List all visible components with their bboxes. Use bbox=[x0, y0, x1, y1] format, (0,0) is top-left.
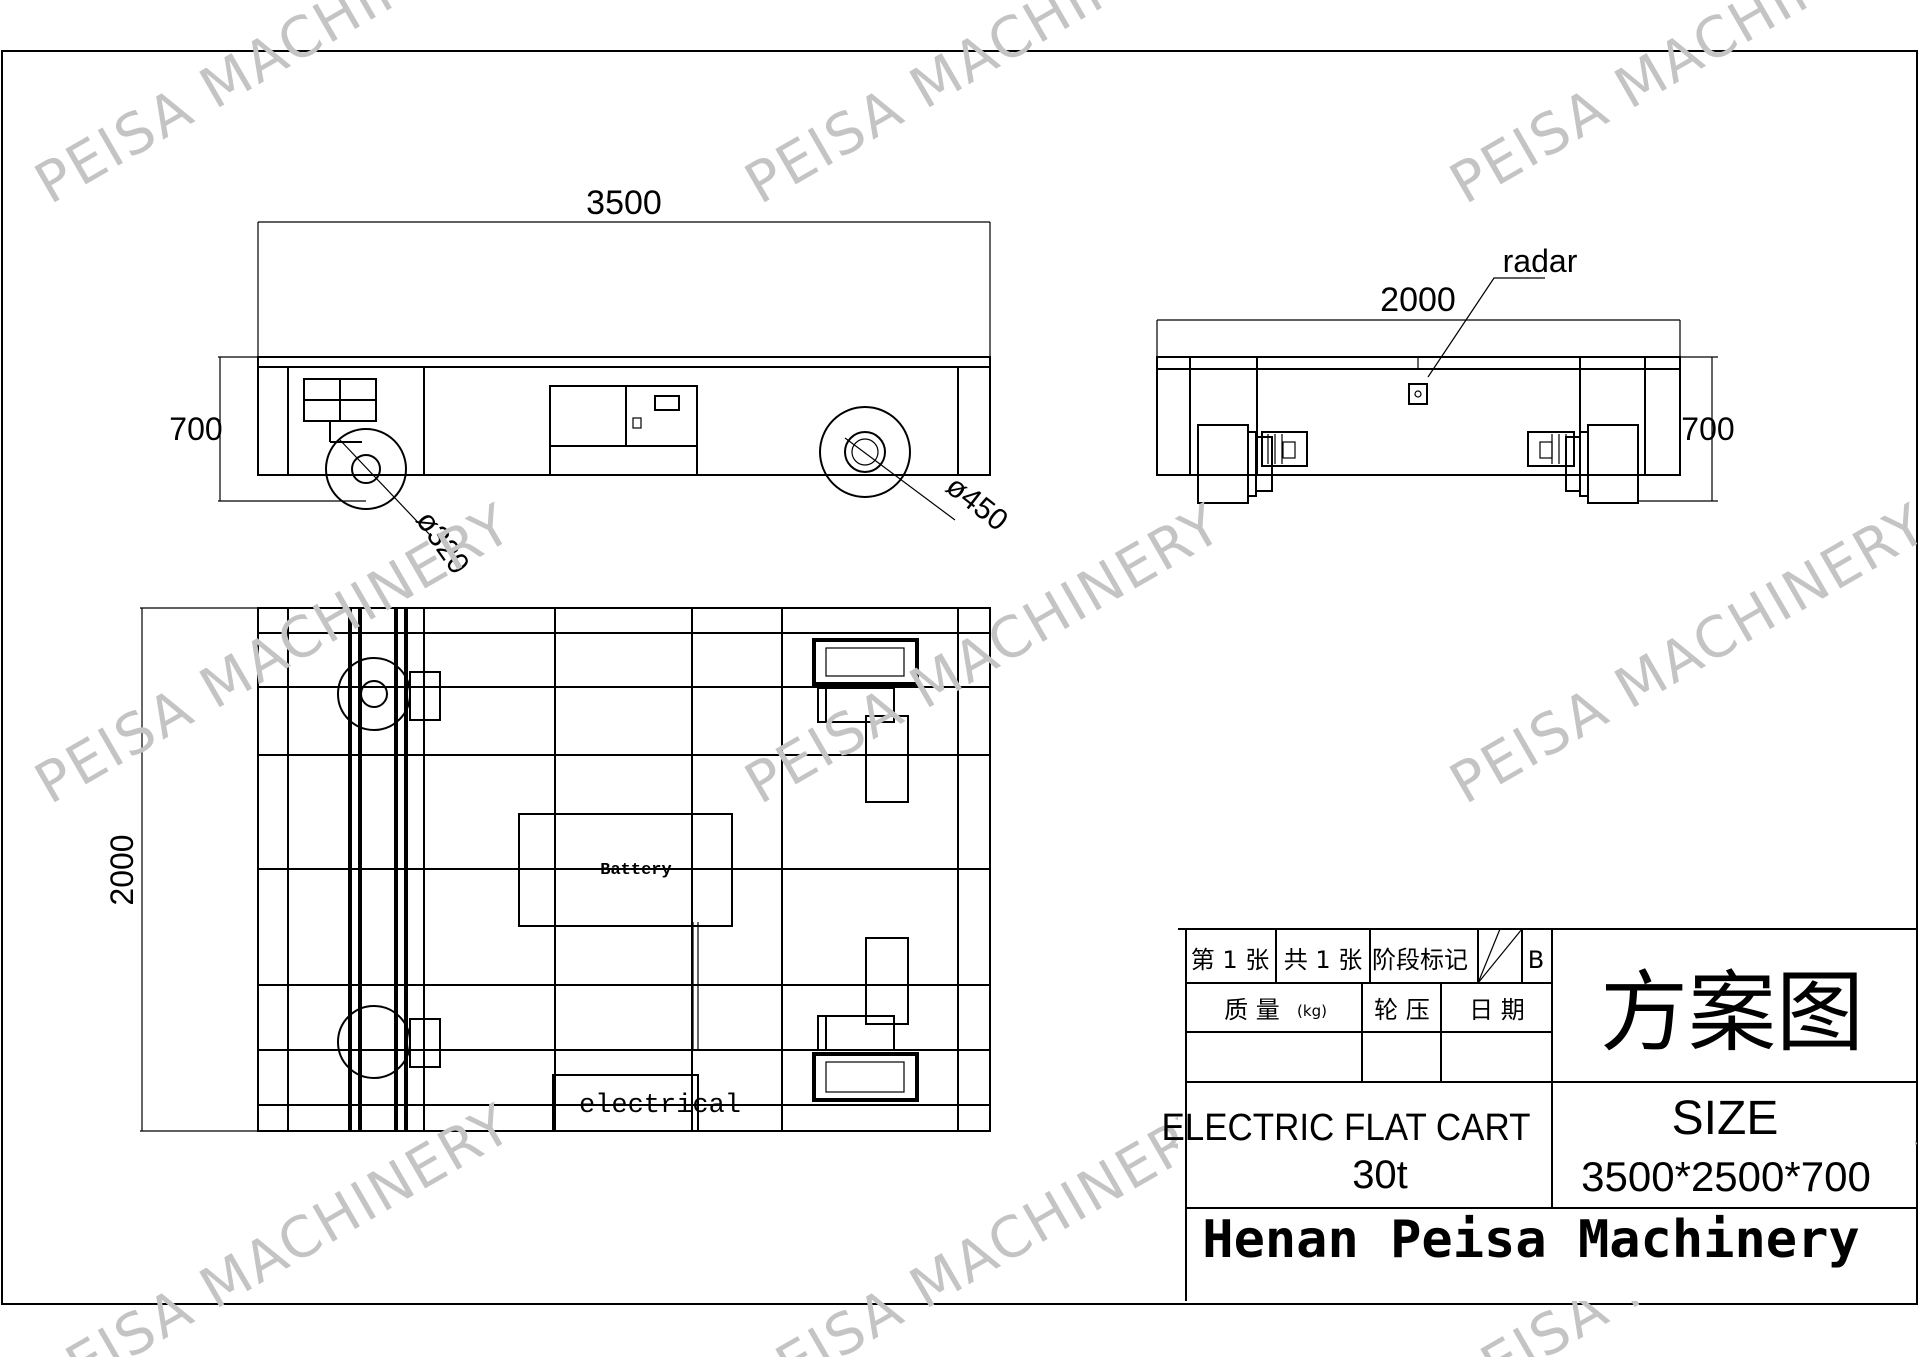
electrical-box bbox=[552, 1074, 699, 1132]
watermark-text: PEISA MACHINERY bbox=[25, 0, 524, 217]
battery-box bbox=[518, 813, 733, 927]
date-label: 日 期 bbox=[1469, 996, 1525, 1024]
capacity: 30t bbox=[1352, 1153, 1408, 1197]
end-height-dimension: 700 bbox=[1681, 411, 1734, 447]
mass-label: 质 量 bbox=[1224, 996, 1280, 1024]
end-view: 2000 radar 700 bbox=[1156, 243, 1735, 504]
stage-mark-value: B bbox=[1528, 946, 1544, 974]
sheet-number: 第 1 张 bbox=[1191, 946, 1270, 974]
side-view: 3500 ø320 ø450 700 bbox=[169, 184, 1014, 580]
large-wheel-dimension: ø450 bbox=[940, 470, 1014, 538]
watermark-text: PEISA MACHINERY bbox=[1440, 492, 1920, 818]
battery-label: Battery bbox=[600, 861, 671, 880]
mass-unit: (kg) bbox=[1297, 1002, 1327, 1020]
end-width-dimension: 2000 bbox=[1380, 281, 1456, 319]
watermark-text: PEISA MACHINERY bbox=[735, 0, 1234, 217]
radar-label: radar bbox=[1503, 243, 1578, 279]
side-height-dimension: 700 bbox=[169, 411, 222, 447]
top-view: Battery electrical 2000 bbox=[104, 607, 991, 1132]
title-block: 第 1 张 共 1 张 阶段标记 B 质 量 (kg) 轮 压 日 期 方案图 … bbox=[1161, 928, 1917, 1301]
electrical-label: electrical bbox=[579, 1091, 741, 1121]
stage-mark-label: 阶段标记 bbox=[1372, 946, 1468, 974]
drawing-border bbox=[1, 50, 1918, 1305]
side-length-dimension: 3500 bbox=[586, 184, 662, 222]
watermark-text: PEISA MACHINERY bbox=[25, 492, 524, 818]
company-name: Henan Peisa Machinery bbox=[1202, 1210, 1859, 1270]
top-width-dimension: 2000 bbox=[104, 834, 140, 905]
size-value: 3500*2500*700 bbox=[1581, 1153, 1871, 1200]
sheet-total: 共 1 张 bbox=[1284, 946, 1363, 974]
wheel-pressure-label: 轮 压 bbox=[1374, 996, 1430, 1024]
size-label: SIZE bbox=[1672, 1092, 1779, 1145]
watermark-text: PEISA MACHINERY bbox=[1440, 0, 1920, 217]
drawing-title: 方案图 bbox=[1600, 961, 1864, 1064]
product-name: ELECTRIC FLAT CART bbox=[1161, 1106, 1530, 1149]
watermark-text: PEISA MACHINERY bbox=[735, 492, 1234, 818]
